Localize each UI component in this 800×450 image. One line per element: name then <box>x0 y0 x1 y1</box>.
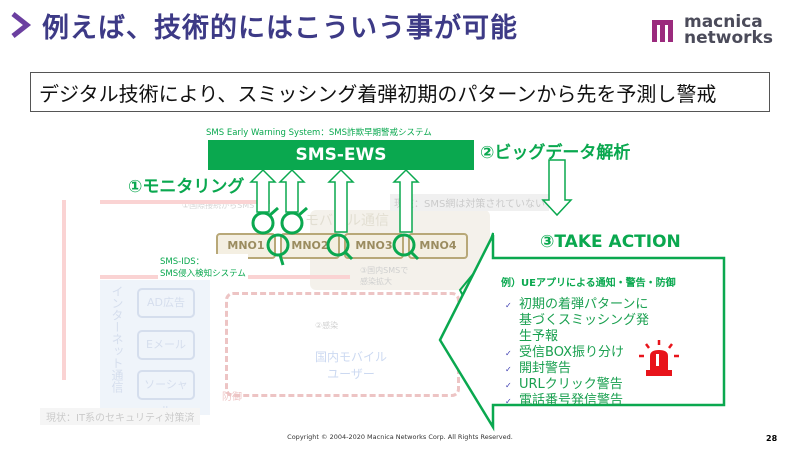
status-label: 現状：IT系のセキュリティ対策済 <box>40 408 201 425</box>
users-label: 国内モバイルユーザー <box>315 350 388 381</box>
defense-label: 防御 <box>222 392 242 403</box>
intl-label: ①国際接続からSMS <box>182 201 255 210</box>
channel-email: Eメール <box>137 330 195 360</box>
logo-line: macnica <box>684 12 763 32</box>
logo-line: networks <box>684 28 773 48</box>
magnifier-icon <box>280 211 304 235</box>
action-item: 初期の着弾パターンに基づくスミッシング発生予報 <box>505 297 655 345</box>
step-take-action: ③TAKE ACTION <box>540 232 681 252</box>
up-arrow <box>249 168 277 213</box>
page-title: 例えば、技術的にはこういう事が可能 <box>42 13 518 44</box>
action-item: URLクリック警告 <box>505 377 655 394</box>
action-item: 電話番号発信警告 <box>505 393 655 410</box>
page-number: 28 <box>766 434 778 443</box>
action-item: 受信BOX振り分け <box>505 345 655 362</box>
up-arrow <box>327 168 355 233</box>
down-arrow <box>541 159 573 217</box>
step-bigdata: ②ビッグデータ解析 <box>480 143 631 163</box>
current-label: 現在：SMS網は対策されていない <box>390 194 550 211</box>
internet-label: インターネット通信 <box>110 285 124 393</box>
action-item: 開封警告 <box>505 361 655 378</box>
channel-ad: AD広告 <box>137 288 195 318</box>
sms-ews-box: SMS-EWS <box>208 140 474 170</box>
channel-social: ソーシャル <box>137 370 195 417</box>
step-monitoring: ①モニタリング <box>128 177 245 197</box>
magnifier-icon <box>326 233 350 257</box>
action-heading: 例）UEアプリによる通知・警告・防御 <box>501 278 676 289</box>
action-callout: 例）UEアプリによる通知・警告・防御 初期の着弾パターンに基づくスミッシング発生… <box>497 262 722 410</box>
magnifier-icon <box>251 211 275 235</box>
spread-label: ③国内SMSで感染拡大 <box>360 266 409 286</box>
chevron-right-icon <box>11 12 32 38</box>
ids-label: SMS-IDS：SMS侵入検知システム <box>158 254 248 280</box>
infect-label: ②感染 <box>315 321 339 330</box>
ews-caption: SMS Early Warning System：SMS詐欺早期警戒システム <box>206 128 432 138</box>
copyright: Copyright © 2004-2020 Macnica Networks C… <box>287 433 513 441</box>
subtitle-box: デジタル技術により、スミッシング着弾初期のパターンから先を予測し警戒 <box>30 72 770 112</box>
magnifier-icon <box>266 233 290 257</box>
alarm-light-icon <box>639 340 679 376</box>
magnifier-icon <box>392 233 416 257</box>
up-arrow <box>278 168 306 213</box>
logo: macnica networks <box>650 14 790 50</box>
up-arrow <box>392 168 420 233</box>
mno4: MNO4 <box>408 233 468 259</box>
